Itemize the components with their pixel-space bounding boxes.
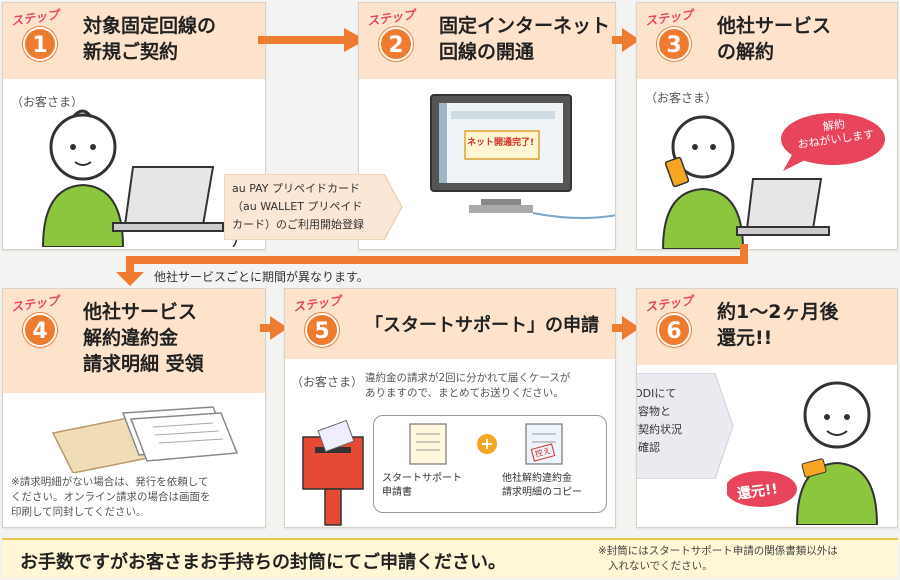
step-number: 2: [379, 27, 413, 61]
bottom-notice-bar: お手数ですがお客さまお手持ちの封筒にてご申請ください。 ※封筒にはスタートサポー…: [2, 538, 898, 578]
step-title: 対象固定回線の 新規ご契約: [83, 15, 217, 63]
step-6-card: ステップ 6 約1〜2ヶ月後 還元!! KDDIにて 内容物と ご契約状況 を確…: [636, 288, 898, 528]
application-form-icon: [409, 423, 447, 465]
step-word: ステップ: [10, 7, 60, 29]
bottom-note: ※封筒にはスタートサポート申請の関係書類以外は 入れないでください。: [598, 545, 838, 572]
step-6-header: ステップ 6 約1〜2ヶ月後 還元!!: [637, 289, 897, 365]
monitor-illustration: [430, 94, 615, 219]
step-1-header: ステップ 1 対象固定回線の 新規ご契約: [3, 3, 265, 79]
step-5-card: ステップ 5 「スタートサポート」の申請 （お客さま） 違約金の請求が2回に分か…: [284, 288, 616, 528]
arrow-right-icon: [612, 28, 640, 52]
step-word: ステップ: [644, 7, 694, 29]
kddi-arrow-shape: [637, 373, 734, 479]
arrow-right-icon: [260, 316, 288, 340]
step-3-card: ステップ 3 他社サービス の解約 （お客さま） 解約 おねがいします: [636, 2, 898, 250]
period-note: 他社サービスごとに期間が異なります。: [154, 270, 369, 284]
step-4-card: ステップ 4 他社サービス 解約違約金 請求明細 受領 ※請求明細がない場合は、…: [2, 288, 266, 528]
step-title: 他社サービス の解約: [717, 15, 832, 63]
step-title: 約1〜2ヶ月後 還元!!: [717, 301, 839, 349]
step-title: 「スタートサポート」の申請: [365, 315, 599, 336]
au-pay-arrow-label: [224, 174, 403, 240]
step-word: ステップ: [366, 7, 416, 29]
person-refund-illustration: [727, 381, 879, 525]
arrow-right-icon: [612, 316, 640, 340]
step-title: 固定インターネット 回線の開通: [439, 15, 611, 63]
doc2-label: 他社解約違約金 請求明細のコピー: [502, 473, 582, 498]
step-number: 3: [657, 27, 691, 61]
step-title: 他社サービス 解約違約金 請求明細 受領: [83, 301, 204, 375]
step-3-header: ステップ 3 他社サービス の解約: [637, 3, 897, 79]
step-word: ステップ: [10, 293, 60, 315]
person-laptop-illustration: [41, 109, 238, 247]
kddi-check-label: KDDIにて 内容物と ご契約状況 を確認: [637, 387, 682, 454]
plus-icon: +: [477, 434, 497, 454]
invoice-copy-icon: [525, 423, 563, 465]
au-pay-label: au PAY プリペイドカード （au WALLET プリペイド カード）のご利…: [232, 182, 364, 231]
bottom-main-text: お手数ですがお客さまお手持ちの封筒にてご申請ください。: [20, 552, 506, 573]
envelope-documents-illustration: [51, 406, 239, 473]
step-5-header: ステップ 5 「スタートサポート」の申請: [285, 289, 615, 359]
arrow-right-icon: [258, 28, 366, 52]
step-4-note: ※請求明細がない場合は、発行を依頼して ください。オンライン請求の場合は画面を …: [11, 476, 211, 518]
connector-arrow: [116, 244, 748, 286]
step-number: 5: [305, 313, 339, 347]
mailbox-illustration: [302, 419, 364, 526]
step-number: 1: [23, 27, 57, 61]
step-word: ステップ: [292, 293, 342, 315]
step-1-card: ステップ 1 対象固定回線の 新規ご契約 （お客さま）: [2, 2, 266, 250]
customer-label: （お客さま）: [645, 91, 718, 105]
person-phone-laptop-illustration: [661, 113, 885, 249]
doc1-label: スタートサポート 申請書: [382, 473, 462, 498]
step-5-note: 違約金の請求が2回に分かれて届くケースが ありますので、まとめてお送りください。: [365, 372, 571, 399]
step-2-header: ステップ 2 固定インターネット 回線の開通: [359, 3, 615, 79]
step-4-header: ステップ 4 他社サービス 解約違約金 請求明細 受領: [3, 289, 265, 393]
screen-text: ネット開通完了!: [467, 138, 535, 148]
step-word: ステップ: [644, 293, 694, 315]
step-number: 4: [23, 313, 57, 347]
documents-box: + 控え スタートサポート 申請書 他社解約違約金 請求明細のコピー: [373, 415, 607, 513]
step-number: 6: [657, 313, 691, 347]
customer-label: （お客さま）: [291, 375, 364, 389]
customer-label: （お客さま）: [11, 95, 84, 109]
